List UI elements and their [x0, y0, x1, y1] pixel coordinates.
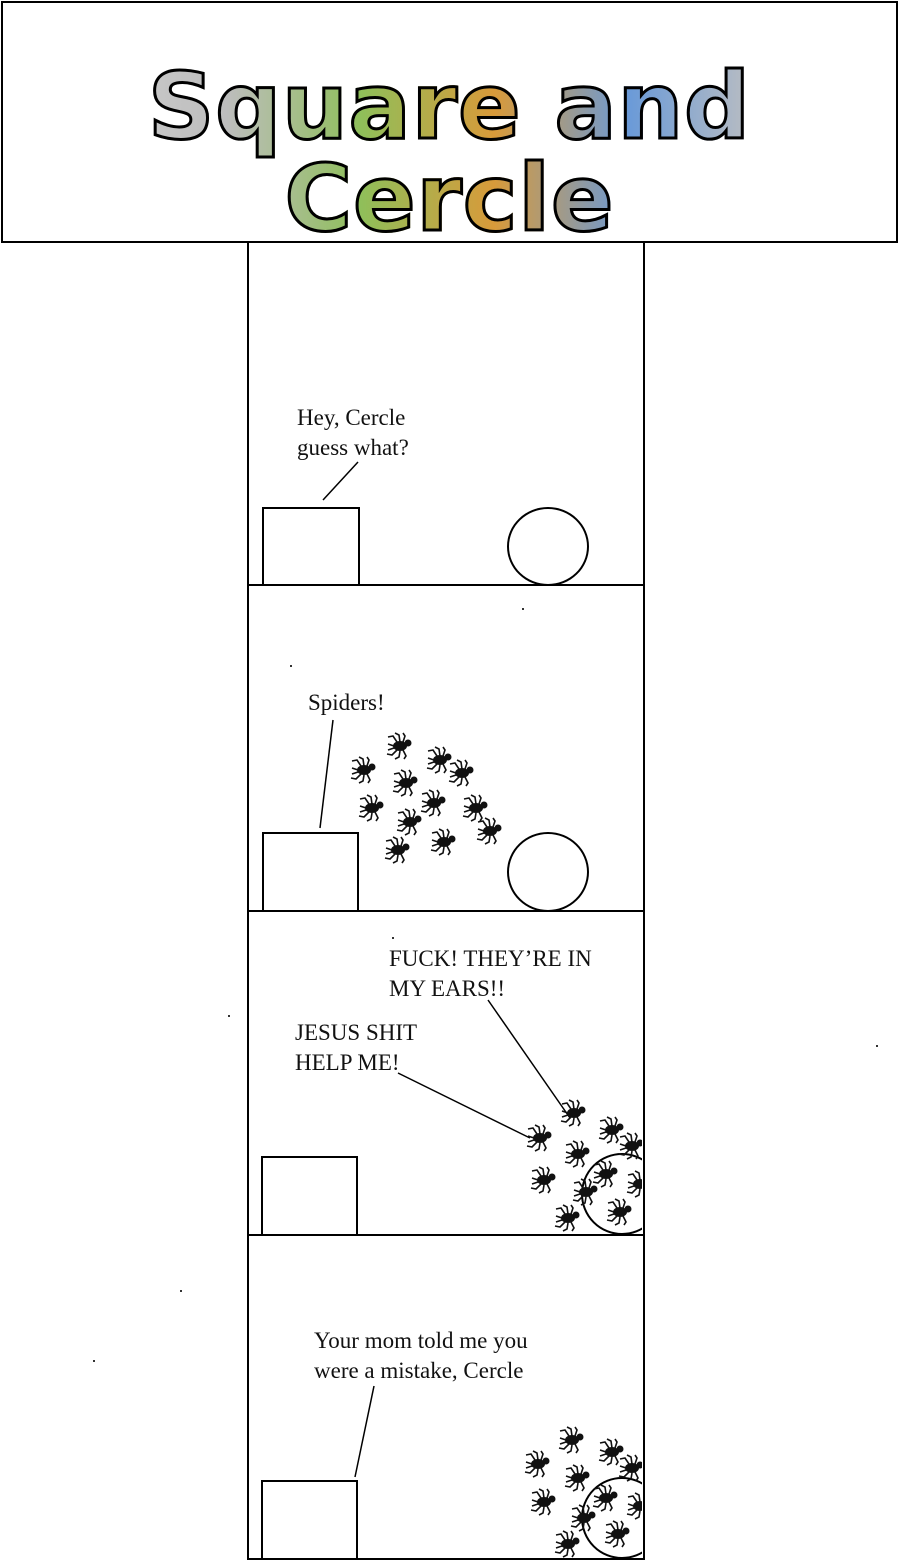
scan-speck — [876, 1045, 878, 1047]
scan-speck — [93, 1360, 95, 1362]
square-character — [262, 832, 359, 912]
square-character — [261, 1480, 358, 1560]
speech-pointer — [354, 1385, 375, 1478]
spider-swarm — [350, 732, 503, 864]
speech-pointer — [319, 719, 334, 829]
speech-pointer — [397, 1072, 531, 1139]
comic-title: Square and Cercle — [3, 59, 896, 246]
panel-4-speech: Your mom told me you were a mistake, Cer… — [314, 1328, 528, 1383]
panel-2-speech: Spiders! — [308, 690, 385, 715]
panel-3-speech-bottom: JESUS SHIT HELP ME! — [295, 1020, 418, 1075]
comic-strip — [247, 243, 645, 1560]
panel-1 — [247, 243, 645, 586]
scan-speck — [290, 665, 292, 667]
cercle-character — [507, 507, 589, 586]
speech-pointer — [322, 461, 359, 501]
cercle-covered — [526, 1099, 642, 1234]
square-character — [261, 1156, 358, 1236]
panel-2 — [247, 586, 645, 912]
scan-speck — [228, 1015, 230, 1017]
scan-speck — [392, 937, 394, 939]
square-character — [262, 507, 360, 586]
cercle-character — [507, 832, 589, 912]
speech-pointer — [487, 999, 571, 1119]
scan-speck — [522, 608, 524, 610]
panel-1-speech: Hey, Cercle guess what? — [297, 405, 409, 460]
panel-3-speech-top: FUCK! THEY’RE IN MY EARS!! — [389, 946, 592, 1001]
panel-3 — [247, 912, 645, 1236]
title-box: Square and Cercle — [1, 1, 898, 246]
cercle-covered — [524, 1426, 642, 1559]
scan-speck — [180, 1290, 182, 1292]
